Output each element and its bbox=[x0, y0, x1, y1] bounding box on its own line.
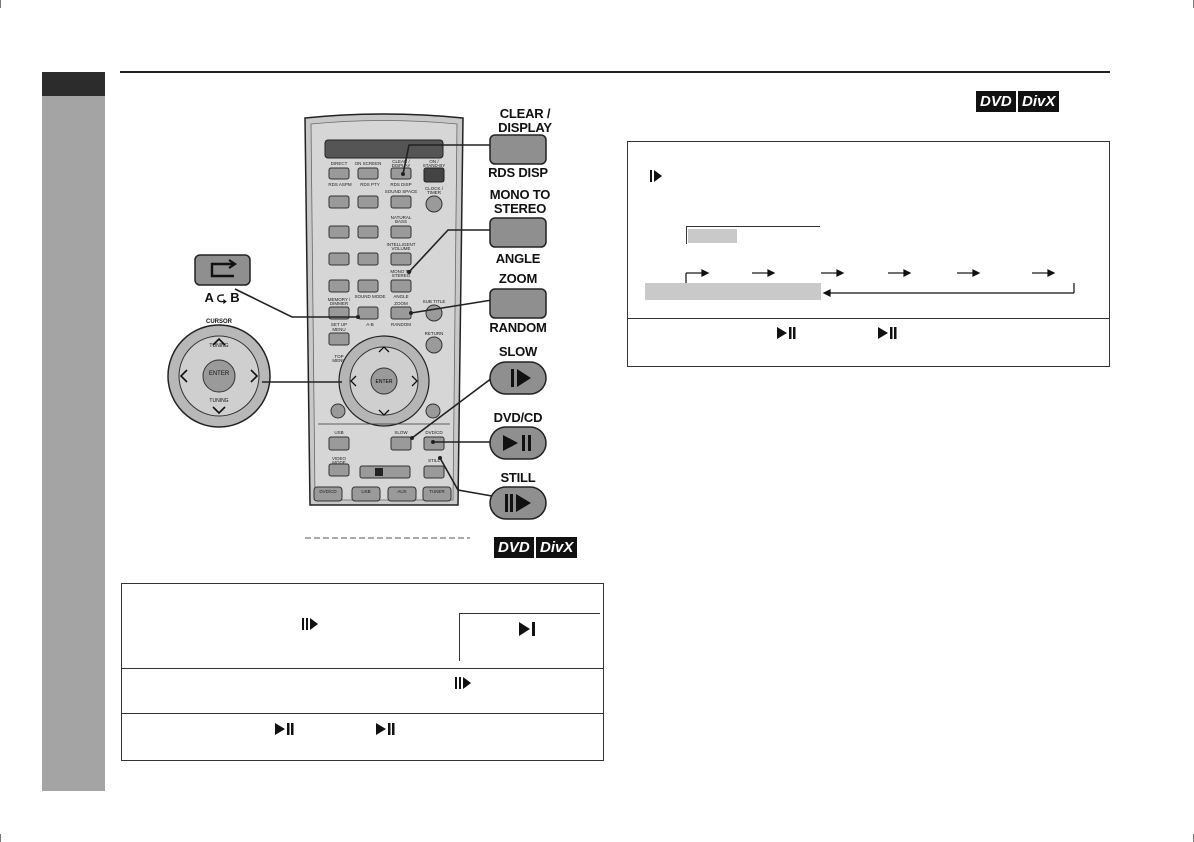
clear-display-label: CLEAR / DISPLAY bbox=[498, 106, 552, 135]
display-rule bbox=[686, 226, 687, 244]
svg-text:MENU: MENU bbox=[332, 358, 345, 363]
display-sequence-box bbox=[645, 283, 821, 300]
crop-mark bbox=[0, 834, 1, 842]
zoom-label: ZOOM bbox=[498, 271, 538, 286]
display-rule bbox=[686, 226, 820, 227]
play-pause-icon bbox=[519, 622, 535, 636]
still-step-icon bbox=[302, 618, 318, 630]
divx-badge-right: DivX bbox=[1018, 91, 1060, 112]
enter-label: ENTER bbox=[208, 371, 230, 377]
svg-text:VIDEO: VIDEO bbox=[332, 456, 347, 461]
svg-text:VOLUME: VOLUME bbox=[391, 246, 410, 251]
play-pause-icon bbox=[777, 327, 796, 339]
svg-text:AUX: AUX bbox=[397, 489, 406, 494]
svg-text:TIMER: TIMER bbox=[427, 190, 442, 195]
slow-icon bbox=[650, 170, 662, 182]
svg-text:CLEAR /: CLEAR / bbox=[392, 159, 410, 164]
slow-label: SLOW bbox=[498, 344, 538, 359]
row-divider bbox=[121, 668, 604, 669]
svg-text:ON SCREEN: ON SCREEN bbox=[355, 161, 382, 166]
svg-text:STAND-BY: STAND-BY bbox=[423, 163, 445, 168]
svg-text:TUNER: TUNER bbox=[429, 489, 445, 494]
tuning-label-top: TUNING bbox=[209, 343, 229, 349]
svg-text:CLOCK /: CLOCK / bbox=[425, 186, 444, 191]
row-divider bbox=[627, 318, 1110, 319]
remote-illustration: DIRECT ON SCREEN CLEAR /DISPLAY ON /STAN… bbox=[167, 113, 547, 539]
svg-text:MENU: MENU bbox=[332, 327, 345, 332]
tuning-label-bottom: TUNING bbox=[209, 398, 229, 404]
play-pause-icon bbox=[275, 723, 294, 735]
inset-rule bbox=[459, 613, 460, 661]
display-panel bbox=[627, 141, 1110, 367]
svg-text:DISPLAY: DISPLAY bbox=[392, 163, 411, 168]
svg-text:ZOOM: ZOOM bbox=[394, 301, 408, 306]
svg-text:SUB TITLE: SUB TITLE bbox=[423, 299, 446, 304]
svg-text:STEREO: STEREO bbox=[392, 273, 411, 278]
dvd-cd-label: DVD/CD bbox=[493, 410, 543, 425]
svg-text:ANGLE: ANGLE bbox=[393, 294, 408, 299]
rds-disp-label: RDS DISP bbox=[488, 165, 548, 180]
display-highlight bbox=[688, 229, 737, 243]
svg-text:RDS PTY: RDS PTY bbox=[360, 182, 380, 187]
dvd-badge: DVD bbox=[494, 537, 534, 558]
zoom-button[interactable] bbox=[490, 289, 548, 320]
still-button[interactable] bbox=[490, 487, 548, 521]
angle-label: ANGLE bbox=[495, 251, 541, 266]
svg-text:MONO TO: MONO TO bbox=[390, 269, 412, 274]
svg-text:RETURN: RETURN bbox=[425, 331, 444, 336]
svg-text:ENTER: ENTER bbox=[376, 379, 393, 385]
crop-mark bbox=[0, 0, 1, 8]
svg-text:RDS DISP: RDS DISP bbox=[390, 182, 411, 187]
svg-text:BASS: BASS bbox=[395, 219, 407, 224]
random-label: RANDOM bbox=[489, 320, 547, 335]
svg-text:A-B: A-B bbox=[366, 322, 374, 327]
svg-text:TOP: TOP bbox=[334, 354, 343, 359]
slow-button[interactable] bbox=[490, 362, 548, 396]
svg-text:MODE: MODE bbox=[332, 460, 346, 465]
dvd-badge-right: DVD bbox=[976, 91, 1016, 112]
svg-text:DVD/CD: DVD/CD bbox=[425, 430, 443, 435]
divx-badge: DivX bbox=[536, 537, 578, 558]
svg-text:NATURAL: NATURAL bbox=[391, 215, 412, 220]
clear-display-button[interactable] bbox=[490, 135, 548, 166]
still-step-icon bbox=[455, 677, 471, 689]
svg-text:DVD/CD: DVD/CD bbox=[319, 489, 337, 494]
svg-text:USB: USB bbox=[361, 489, 370, 494]
svg-text:SOUND MODE: SOUND MODE bbox=[354, 294, 385, 299]
side-tab-header bbox=[42, 72, 105, 96]
svg-text:INTELLIGENT: INTELLIGENT bbox=[386, 242, 415, 247]
svg-text:RANDOM: RANDOM bbox=[391, 322, 411, 327]
svg-text:SET UP: SET UP bbox=[331, 322, 347, 327]
mono-to-stereo-button[interactable] bbox=[490, 218, 548, 249]
svg-text:ON /: ON / bbox=[429, 159, 439, 164]
inset-rule bbox=[459, 613, 600, 614]
side-tab bbox=[42, 72, 105, 791]
cursor-label: CURSOR bbox=[205, 319, 232, 325]
svg-text:SLOW: SLOW bbox=[394, 430, 408, 435]
svg-text:STILL: STILL bbox=[428, 458, 441, 463]
mono-to-stereo-label: MONO TO STEREO bbox=[489, 187, 551, 216]
dvd-cd-button[interactable] bbox=[490, 427, 548, 461]
header-rule bbox=[120, 71, 1110, 73]
play-pause-icon bbox=[376, 723, 395, 735]
svg-text:MEMORY /: MEMORY / bbox=[328, 297, 351, 302]
svg-text:RDS ASPM: RDS ASPM bbox=[328, 182, 352, 187]
slow-still-panel bbox=[121, 583, 604, 761]
display-sequence-arrows bbox=[685, 269, 1075, 297]
svg-text:DIRECT: DIRECT bbox=[331, 161, 348, 166]
still-label: STILL bbox=[500, 470, 536, 485]
svg-text:DIMMER: DIMMER bbox=[330, 301, 349, 306]
play-pause-icon bbox=[878, 327, 897, 339]
svg-text:SOUND SPACE: SOUND SPACE bbox=[385, 189, 417, 194]
a-b-repeat-button[interactable] bbox=[195, 255, 252, 287]
a-b-label: A ⮎ B bbox=[204, 290, 240, 305]
row-divider bbox=[121, 713, 604, 714]
svg-text:USB: USB bbox=[334, 430, 343, 435]
